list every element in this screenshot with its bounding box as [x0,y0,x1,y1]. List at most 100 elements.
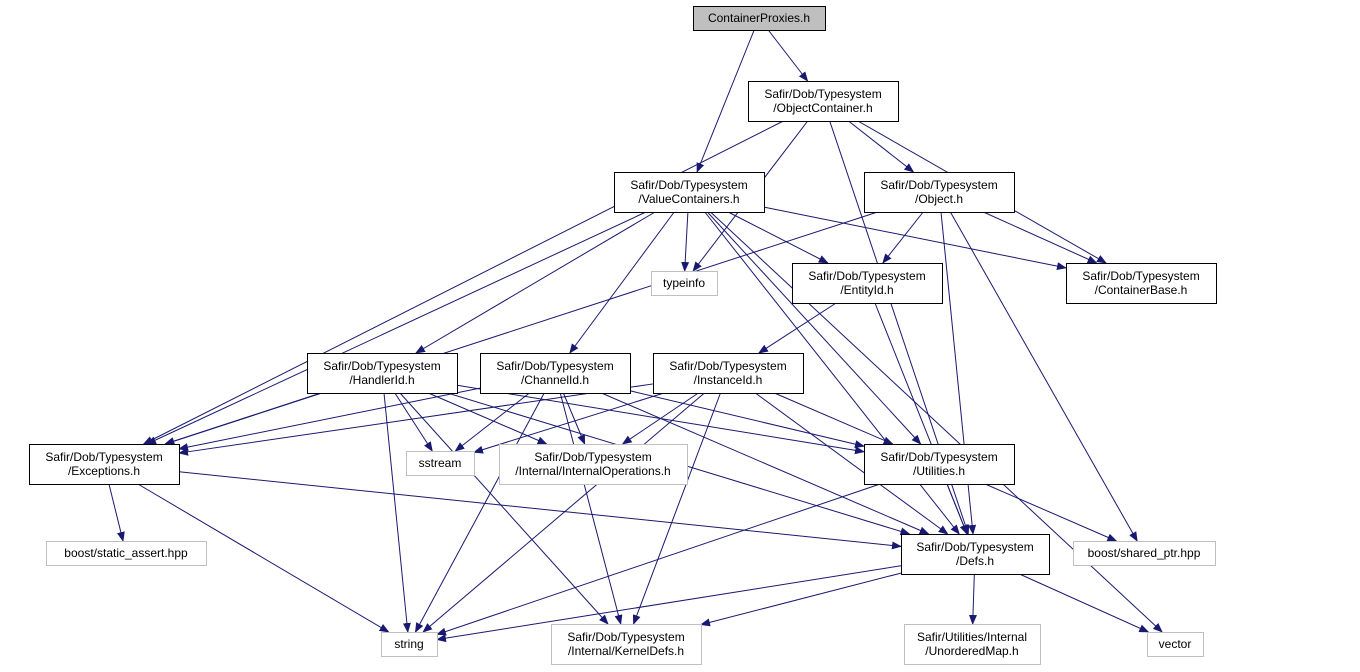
node-label: Safir/Dob/Typesystem [323,359,440,373]
edge-objcont-to-object [848,120,915,173]
edge-valcont-to-exceptions [146,211,647,445]
edge-entityid-to-instanceid [758,302,837,354]
node-handlerid[interactable]: Safir/Dob/Typesystem/HandlerId.h [307,353,458,394]
node-box [864,444,1015,485]
edge-object-to-contbase [983,211,1098,264]
node-box [406,451,475,476]
node-box [381,632,438,657]
node-label: Safir/Dob/Typesystem [808,269,925,283]
edge-valcont-to-utilities [707,211,922,445]
node-label: /ValueContainers.h [638,192,739,206]
node-label: Safir/Dob/Typesystem [916,540,1033,554]
node-label: /Object.h [915,192,963,206]
edge-channelid-to-utilities [629,390,865,449]
node-box [29,444,180,485]
node-label: sstream [419,456,462,470]
edge-utilities-to-sharedptr [984,483,1118,542]
node-label: Safir/Dob/Typesystem [534,450,651,464]
node-box [46,541,207,566]
node-entityid[interactable]: Safir/Dob/Typesystem/EntityId.h [792,263,943,304]
node-box [651,271,718,296]
node-box [901,534,1050,575]
node-label: /HandlerId.h [349,373,414,387]
node-label: typeinfo [663,276,705,290]
node-box [653,353,804,394]
edge-channelid-to-kerneldefs [559,392,623,625]
node-box [307,353,458,394]
node-box [614,172,765,213]
node-unorderedmap: Safir/Utilities/Internal/UnorderedMap.h [904,624,1041,665]
edge-channelid-to-exceptions [178,387,481,452]
node-sstream: sstream [406,451,475,476]
node-box [1066,263,1217,304]
node-box [551,624,702,665]
node-box [748,81,899,122]
node-kerneldefs: Safir/Dob/Typesystem/Internal/KernelDefs… [551,624,702,665]
node-contbase[interactable]: Safir/Dob/Typesystem/ContainerBase.h [1066,263,1217,304]
edge-root-to-valcont [696,29,755,173]
node-sharedptr: boost/shared_ptr.hpp [1073,541,1216,566]
node-label: Safir/Dob/Typesystem [630,178,747,192]
edge-handlerid-to-kerneldefs [399,392,609,625]
edge-channelid-to-intops [562,392,586,445]
edge-defs-to-unorderedmap [968,573,977,625]
edge-exceptions-to-string [137,483,390,633]
node-channelid[interactable]: Safir/Dob/Typesystem/ChannelId.h [480,353,631,394]
node-label: /ChannelId.h [521,373,589,387]
node-label: Safir/Dob/Typesystem [880,450,997,464]
node-label: /Defs.h [956,554,994,568]
node-layer: ContainerProxies.hSafir/Dob/Typesystem/O… [29,6,1217,665]
node-valcont[interactable]: Safir/Dob/Typesystem/ValueContainers.h [614,172,765,213]
edge-root-to-objcont [767,29,809,82]
node-box [693,6,826,31]
node-label: Safir/Dob/Typesystem [669,359,786,373]
node-label: /Internal/InternalOperations.h [515,464,670,478]
node-utilities[interactable]: Safir/Dob/Typesystem/Utilities.h [864,444,1015,485]
node-label: boost/shared_ptr.hpp [1088,546,1201,560]
edge-instanceid-to-kerneldefs [632,392,721,625]
edge-handlerid-to-string [383,392,411,633]
node-defs[interactable]: Safir/Dob/Typesystem/Defs.h [901,534,1050,575]
edge-instanceid-to-exceptions [178,383,654,456]
node-typeinfo: typeinfo [651,271,718,296]
edge-defs-to-kerneldefs [700,572,902,627]
node-box [499,444,688,485]
node-box [792,263,943,304]
edge-defs-to-vector [1019,573,1150,633]
node-label: /Exceptions.h [68,464,140,478]
node-intops: Safir/Dob/Typesystem/Internal/InternalOp… [499,444,688,485]
edge-instanceid-to-utilities [774,392,894,445]
edge-valcont-to-channelid [569,211,675,354]
edge-defs-to-string [436,565,902,643]
node-label: /Internal/KernelDefs.h [568,644,684,658]
node-root[interactable]: ContainerProxies.h [693,6,826,31]
node-label: boost/static_assert.hpp [64,546,188,560]
node-label: Safir/Utilities/Internal [917,630,1027,644]
node-label: /ContainerBase.h [1095,283,1188,297]
node-label: /Utilities.h [913,464,965,478]
node-object[interactable]: Safir/Dob/Typesystem/Object.h [864,172,1015,213]
node-string: string [381,632,438,657]
edge-object-to-sharedptr [949,211,1138,542]
node-label: Safir/Dob/Typesystem [45,450,162,464]
edge-object-to-defs [940,211,977,535]
node-label: Safir/Dob/Typesystem [496,359,613,373]
edge-channelid-to-sstream [454,392,530,452]
edge-instanceid-to-sstream [473,392,665,454]
edge-exceptions-to-staticassert [108,483,125,542]
node-box [904,624,1041,665]
node-objcont[interactable]: Safir/Dob/Typesystem/ObjectContainer.h [748,81,899,122]
node-label: Safir/Dob/Typesystem [567,630,684,644]
edge-handlerid-to-sstream [394,392,433,452]
edge-utilities-to-defs [946,483,968,535]
edge-exceptions-to-defs [178,471,902,550]
node-instanceid[interactable]: Safir/Dob/Typesystem/InstanceId.h [653,353,804,394]
edge-channelid-to-defs [601,392,930,535]
node-box [480,353,631,394]
node-label: /InstanceId.h [694,373,763,387]
node-exceptions[interactable]: Safir/Dob/Typesystem/Exceptions.h [29,444,180,485]
node-label: /ObjectContainer.h [773,101,872,115]
edge-instanceid-to-defs [754,392,949,535]
node-label: /UnorderedMap.h [925,644,1018,658]
